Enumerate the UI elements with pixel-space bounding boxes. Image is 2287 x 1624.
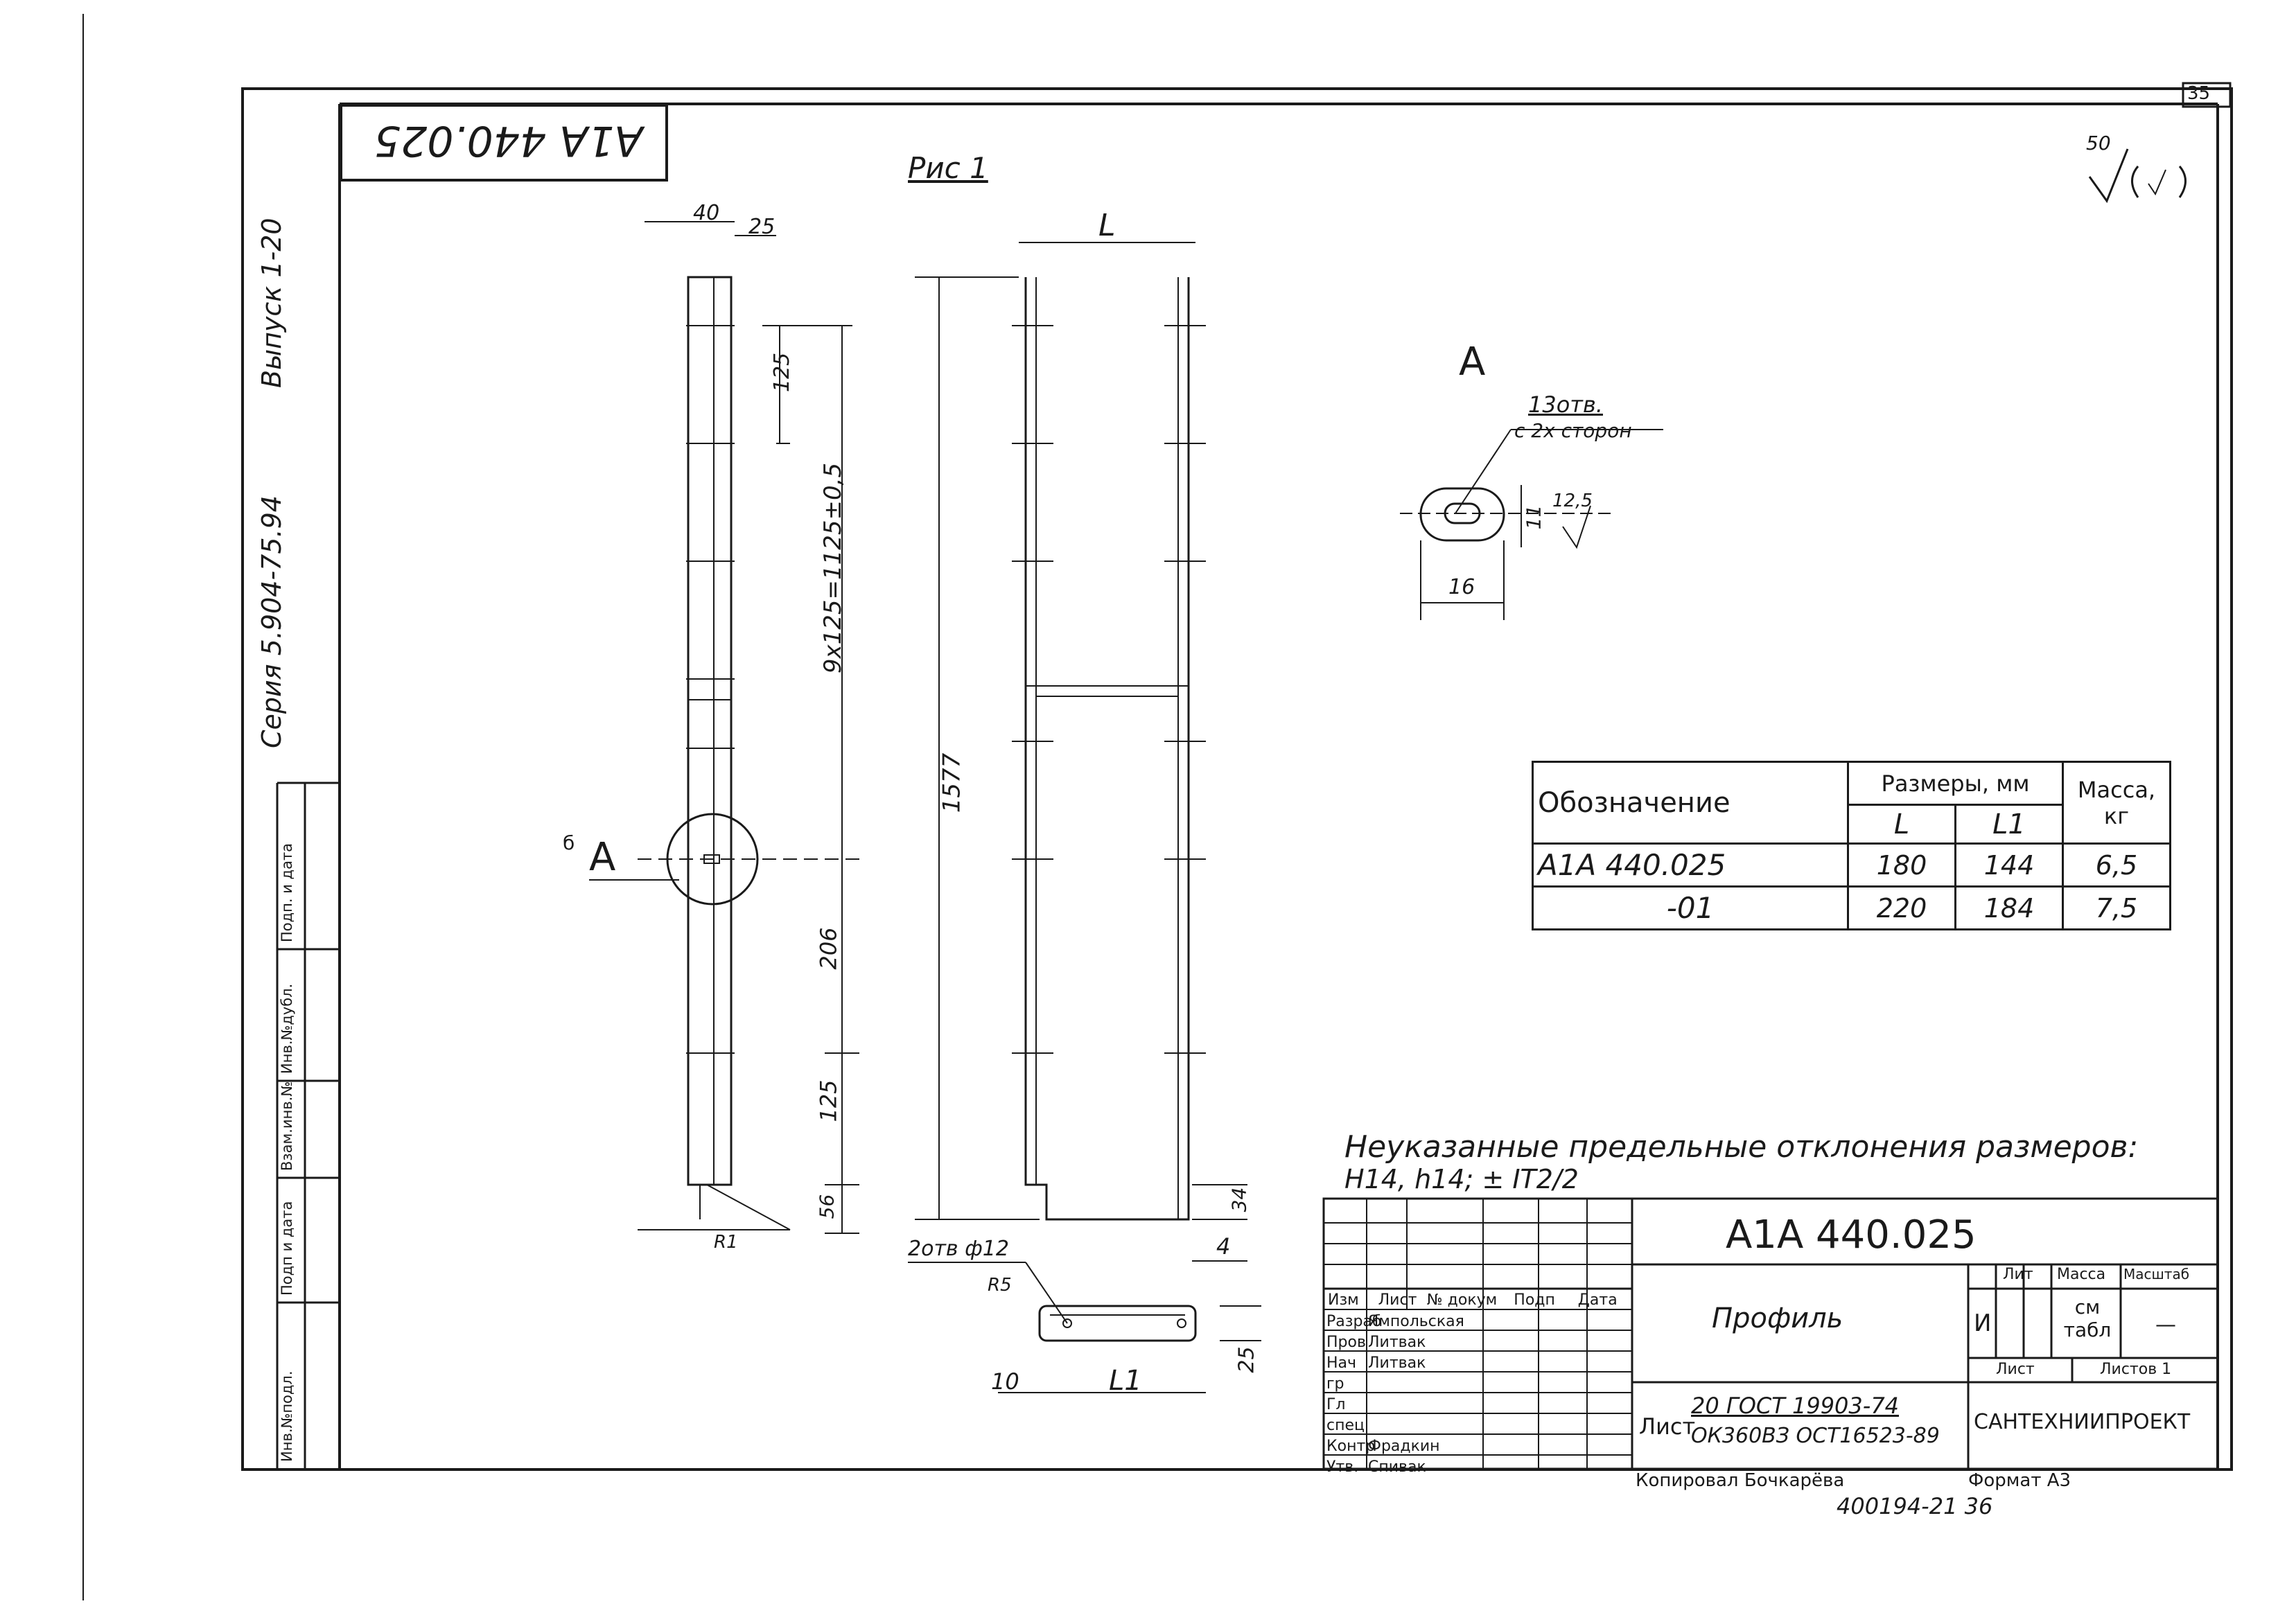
side-view [589, 221, 859, 1234]
dim-125-top: 125 [770, 352, 795, 393]
person: Литвак [1368, 1334, 1426, 1351]
radius-r1: R1 [714, 1232, 738, 1253]
figure-title: Рис 1 [908, 151, 988, 185]
callout-a: А [589, 835, 616, 880]
dim-L1: L1 [1109, 1365, 1142, 1397]
dim-56: 56 [815, 1194, 839, 1219]
spec-col-sizes: Размеры, мм [1847, 761, 2064, 806]
roughness-value: 50 [2086, 132, 2111, 155]
dim-25: 25 [748, 215, 776, 239]
organization: САНТЕХНИИПРОЕКТ [1974, 1410, 2191, 1434]
copied-by: Копировал Бочкарёва [1636, 1470, 1845, 1491]
dim-4: 4 [1216, 1233, 1231, 1260]
material-bottom: ОК360ВЗ ОСТ16523-89 [1691, 1424, 1940, 1448]
spec-cell: -01 [1532, 885, 1849, 930]
front-view [915, 242, 1247, 1262]
sheet-number: 35 [2187, 83, 2211, 104]
role: Пров [1326, 1334, 1366, 1351]
stamp-header: Подп [1514, 1291, 1555, 1309]
stamp-header: Лист [1378, 1291, 1417, 1309]
stamp-header: Дата [1577, 1291, 1618, 1309]
scale-value: — [2155, 1313, 2176, 1337]
spec-cell: 6,5 [2062, 842, 2171, 888]
role: Гл спец [1326, 1396, 1365, 1434]
tolerance-values: H14, h14; ± IT2/2 [1344, 1164, 1579, 1194]
lit-value: И [1974, 1309, 1992, 1337]
strip-podp-data: Подп и дата [279, 1201, 295, 1296]
role: Разраб [1326, 1313, 1382, 1330]
dim-125-bottom: 125 [815, 1079, 842, 1122]
dim-10: 10 [991, 1368, 1019, 1395]
person: Фрадкин [1368, 1438, 1440, 1455]
mark-b: б [563, 831, 575, 854]
strip-inv-dubl: Инв.№дубл. [279, 983, 295, 1074]
detail-dim-11: 11 [1522, 504, 1545, 530]
person: Ямпольская [1368, 1313, 1464, 1330]
series-label: Серия 5.904-75.94 [256, 495, 287, 748]
table-row: А1А 440.025 180 144 6,5 [1532, 842, 2171, 888]
role: Контр [1326, 1438, 1376, 1455]
strip-podp-data-2: Подп. и дата [279, 842, 295, 942]
dim-25-bottom: 25 [1234, 1346, 1259, 1373]
table-row: -01 220 184 7,5 [1532, 885, 2171, 930]
strip-vzam-inv: Взам.инв.№ [279, 1081, 295, 1171]
spec-sub-L: L [1847, 804, 1956, 845]
detail-dim-16: 16 [1448, 575, 1475, 599]
archive-number: 400194-21 36 [1837, 1493, 1993, 1519]
stamp-header: № докум [1426, 1291, 1498, 1309]
tolerance-note: Неуказанные предельные отклонения размер… [1344, 1129, 2139, 1165]
detail-title: А [1459, 339, 1486, 385]
material-top: 20 ГОСТ 19903-74 [1691, 1393, 1900, 1419]
detail-holes-count: 13отв. [1528, 391, 1603, 418]
mass-label: Масса [2057, 1266, 2106, 1283]
person: Литвак [1368, 1354, 1426, 1372]
sheet-format: Формат А3 [1968, 1470, 2071, 1491]
dim-206: 206 [815, 927, 842, 970]
sheets-label: Листов 1 [2100, 1361, 2172, 1378]
sheet-label: Лист [1996, 1361, 2035, 1378]
issue-label: Выпуск 1-20 [256, 218, 287, 388]
person: Спивак [1368, 1458, 1426, 1476]
drawing-code-rotated: А1А 440.025 [374, 116, 643, 165]
spec-cell: 220 [1847, 885, 1956, 930]
spec-cell: 184 [1954, 885, 2064, 930]
detail-a [1400, 429, 1663, 620]
spec-col-mass: Масса, кг [2062, 761, 2171, 845]
title-name: Профиль [1712, 1303, 1843, 1334]
title-code: А1А 440.025 [1726, 1212, 1977, 1257]
lit-label: Лит [2003, 1266, 2033, 1283]
dim-pitch: 9х125=1125±0,5 [819, 462, 848, 674]
role: Утв. [1326, 1458, 1359, 1476]
mass-value: см табл [2063, 1296, 2112, 1341]
holes-note-bottom: 2отв ф12 [908, 1237, 1009, 1261]
detail-holes-sides: с 2х сторон [1514, 419, 1632, 442]
dim-34: 34 [1227, 1187, 1251, 1212]
dim-1577: 1577 [938, 752, 966, 813]
role: Нач гр [1326, 1354, 1357, 1393]
outer-frame [241, 87, 2233, 1471]
strip-inv-podl: Инв.№подл. [279, 1370, 295, 1462]
radius-r5: R5 [988, 1275, 1012, 1296]
spec-cell: А1А 440.025 [1532, 842, 1849, 888]
spec-cell: 7,5 [2062, 885, 2171, 930]
spec-col-designation: Обозначение [1532, 761, 1849, 845]
spec-cell: 144 [1954, 842, 2064, 888]
bottom-view [908, 1262, 1261, 1393]
spec-table: Обозначение Размеры, мм Масса, кг L L1 А… [1532, 761, 2171, 930]
title-headers: Изм Лист № докум Подп Дата [1325, 1290, 1630, 1309]
spec-cell: 180 [1847, 842, 1956, 888]
dim-40: 40 [693, 201, 720, 225]
spec-sub-L1: L1 [1954, 804, 2064, 845]
stamp-header: Изм [1328, 1291, 1359, 1309]
scale-label: Масштаб [2123, 1266, 2190, 1282]
title-block-grid [1322, 1197, 2219, 1470]
dim-L: L [1098, 208, 1116, 243]
detail-roughness: 12,5 [1552, 491, 1593, 511]
material-prefix: Лист [1639, 1413, 1696, 1440]
